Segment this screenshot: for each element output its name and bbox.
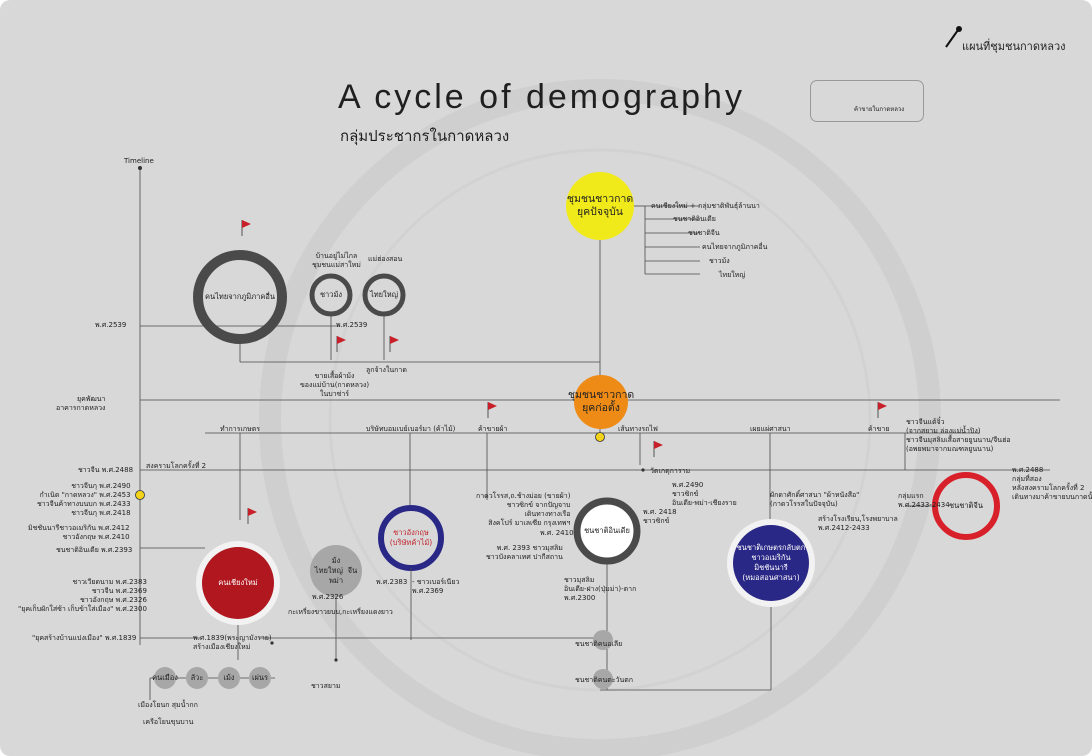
node-chinese-label: ชนชาติจีน bbox=[949, 501, 983, 510]
era-borneo: บริษัทบอมเบย์เบอร์มา (ค้าไม้) bbox=[366, 425, 456, 433]
node-locals-label: คนไทยจากภูมิภาคอื่น bbox=[204, 292, 276, 301]
small-node-3 bbox=[249, 667, 271, 689]
node-founding bbox=[574, 375, 628, 429]
muslim-note: ชาวมุสลิม อินเดีย-ฝาง(ปุ่มม่า)-ตาก พ.ศ.2… bbox=[564, 576, 637, 602]
timeline-label-china: ชาวจีน พ.ศ.2488 bbox=[78, 466, 134, 474]
node-mixed-label: ม้ง ไทยใหญ่ จีน พม่า bbox=[314, 556, 358, 585]
timeline-label-2539: พ.ศ.2539 bbox=[95, 321, 127, 329]
node-christian bbox=[733, 525, 809, 601]
indian-bottom-note-1: ชนชาติคนอเลีย bbox=[575, 640, 623, 648]
brand-label: แผนที่ชุมชนกาดหลวง bbox=[962, 40, 1066, 53]
node-shan-label: ชาวม้ง bbox=[319, 290, 343, 299]
timeline-label-mission: มิชชันนารีชาวอเมริกัน พ.ศ.2412 ชาวอังกฤษ… bbox=[28, 524, 130, 541]
era-ww2: สงครามโลกครั้งที่ 2 bbox=[146, 462, 207, 470]
bottom-note-2: เครือโยนขุนบาน bbox=[143, 718, 194, 726]
timeline-label-early: ชาวเวียดนาม พ.ศ.2383 ชาวจีน พ.ศ.2369 ชาว… bbox=[18, 578, 147, 613]
thaiyai-top-note: แม่ฮ่องสอน bbox=[368, 255, 403, 263]
node-present bbox=[566, 172, 634, 240]
mixed-2326-note: พ.ศ.2326 bbox=[312, 593, 344, 601]
watermark-seal bbox=[259, 79, 941, 756]
node-christian-label: ชนชาติเกษตรกลับตก ชาวอเมริกัน มิชชันนารี… bbox=[736, 543, 806, 582]
era-agri: ทำการเกษตร bbox=[220, 425, 261, 433]
indian-trade-flag-icon bbox=[488, 402, 497, 410]
chinese-right-note: พ.ศ.2488 กลุ่มที่สอง หลังสงครามโลกครั้งท… bbox=[1012, 466, 1092, 501]
y2383-note: พ.ศ.2383 bbox=[376, 578, 408, 586]
timeline-top-dot bbox=[138, 166, 142, 170]
node-founding-label: ชุมชนชาวกาด ยุคก่อตั้ง bbox=[567, 389, 635, 414]
present-item: ชาวม้ง bbox=[709, 257, 730, 265]
present-item: ชนชาติอินเดีย bbox=[673, 215, 716, 223]
mixed-bottom-note: กะเหรี่ยงขาวยบบ,กะเหรี่ยงแดงยาว bbox=[288, 608, 393, 616]
locals-flag-icon bbox=[242, 220, 251, 228]
small-node-muang: คนเมือง bbox=[152, 673, 178, 682]
timeline-title: Timeline bbox=[124, 157, 154, 165]
indian-bottom-node-2 bbox=[593, 669, 613, 689]
node-lanna-label: คนเชียงใหม่ bbox=[218, 578, 258, 587]
era-mission: เผยแผ่ศาสนา bbox=[750, 425, 791, 433]
indian-2393-note: พ.ศ. 2393 ชาวมุสลิม ชาวบังคลาเทศ ปากีสถา… bbox=[486, 544, 563, 561]
british-bottom-note: - ชาวเบอร์เนียว พ.ศ.2369 bbox=[412, 578, 460, 595]
chinese-top-note: ชาวจีนแต้จิ๋ว (จากสยาม ล่องแม่น้ำปิง) ชา… bbox=[906, 418, 1011, 453]
brand-pen-tip-icon bbox=[956, 26, 962, 32]
small-node-0 bbox=[154, 667, 176, 689]
legend-box bbox=[810, 80, 924, 122]
wat-ket-note: วัดเกตุการาม bbox=[650, 467, 691, 475]
small-node-2 bbox=[218, 667, 240, 689]
indian-right-note: พ.ศ. 2418 ชาวซิกข์ bbox=[643, 508, 677, 525]
era-commerce: ค้าขาย bbox=[868, 425, 890, 433]
y2539-note: พ.ศ.2539 bbox=[336, 321, 368, 329]
bottom-note-1: เมืองโยนก สุมน้ำกก bbox=[138, 701, 198, 709]
page-subtitle: กลุ่มประชากรในกาดหลวง bbox=[340, 127, 510, 145]
shan-top-note: บ้านอยู่ไม่ไกล ชุมชนแม่สาใหม่ bbox=[312, 252, 361, 269]
node-present-label: ชุมชนชาวกาด ยุคปัจจุบัน bbox=[566, 193, 634, 218]
thaiyai-flag-icon bbox=[390, 336, 399, 344]
brand-pen-icon bbox=[945, 29, 959, 48]
present-item: ชนชาติจีน bbox=[688, 229, 720, 237]
era-trade: ค้าขายผ้า bbox=[478, 425, 508, 433]
shan-bottom-note: ขายเสื้อผ้าม้ง ของแม่บ้าน(กาดหลวง) ในบาซ… bbox=[300, 372, 370, 398]
node-indian-label: ชนชาติอินเดีย bbox=[584, 526, 630, 535]
timeline-label-2490: ชาวจีนกุ พ.ศ.2490 กำเนิด "กาดหลวง" พ.ศ.2… bbox=[37, 482, 131, 517]
page-title: A cycle of demography bbox=[338, 78, 745, 116]
indian-2410-note: พ.ศ. 2410 bbox=[540, 529, 574, 537]
timeline-label-2500: ยุคพัฒนา อาคารกาดหลวง bbox=[56, 395, 106, 412]
small-node-phen: เผ่นร bbox=[251, 673, 269, 682]
small-node-meng: เม้ง bbox=[223, 673, 235, 682]
timeline-label-1839: "ยุคสร้างบ้านแปงเมือง" พ.ศ.1839 bbox=[32, 634, 137, 642]
timeline-label-indian: ชนชาติอินเดีย พ.ศ.2393 bbox=[56, 546, 133, 554]
era-railway: เส้นทางรถไฟ bbox=[618, 425, 658, 433]
chinese-flag-icon bbox=[878, 402, 887, 410]
node-british-label: ชาวอังกฤษ (บริษัทค้าไม้) bbox=[389, 528, 433, 547]
shan-flag-icon bbox=[337, 336, 346, 344]
legend-label: ค้าขายในกาดหลวง bbox=[854, 106, 905, 113]
wat-dot bbox=[641, 468, 645, 472]
lanna-flag-icon bbox=[248, 508, 257, 516]
thaiyai-bottom-note: ลูกจ้างในกาด bbox=[366, 366, 407, 374]
siam-note: ชาวสยาม bbox=[311, 682, 341, 690]
small-node-lua: ลัวะ bbox=[190, 673, 204, 682]
node-mixed bbox=[310, 545, 362, 597]
present-item: ไทยใหญ่ bbox=[719, 271, 746, 279]
railway-flag-icon bbox=[654, 441, 663, 449]
lanna-right-dot bbox=[270, 641, 274, 645]
small-node-1 bbox=[186, 667, 208, 689]
christian-right-note: ผักดาศักดิ์ศาสนา "ผ้าหนังสือ" (กาดวโรรสใ… bbox=[770, 491, 860, 508]
node-lanna bbox=[202, 547, 274, 619]
mixed-dot bbox=[334, 658, 338, 662]
indian-left-note: กาดวโรรส,ถ.ช้างม่อย (ขายผ้า) ชาวซิกข์ จา… bbox=[476, 492, 571, 527]
present-item: คนเชียงใหม่ + กลุ่มชาติพันธุ์ล้านนา bbox=[651, 202, 760, 210]
indian-2490-note: พ.ศ.2490 ชาวซิกข์ อินเดีย-พม่า-เชียงราย bbox=[672, 481, 737, 507]
indian-bottom-note-2: ชนชาติคนตะวันตก bbox=[575, 676, 634, 684]
present-item: คนไทยจากภูมิภาคอื่น bbox=[702, 243, 768, 251]
lanna-bottom-note: พ.ศ.1839(พระญามังราย) สร้างเมืองเชียงใหม… bbox=[193, 634, 272, 651]
founding-dot bbox=[595, 432, 605, 442]
indian-bottom-node-1 bbox=[593, 630, 613, 650]
node-thaiyai-label: ไทยใหญ่ bbox=[369, 290, 399, 299]
christian-school-note: สร้างโรงเรียน,โรงพยาบาล พ.ศ.2412-2433 bbox=[818, 515, 898, 532]
timeline-highlight-dot bbox=[135, 490, 145, 500]
chinese-left-note: กลุ่มแรก พ.ศ.2433-2434 bbox=[898, 492, 950, 509]
